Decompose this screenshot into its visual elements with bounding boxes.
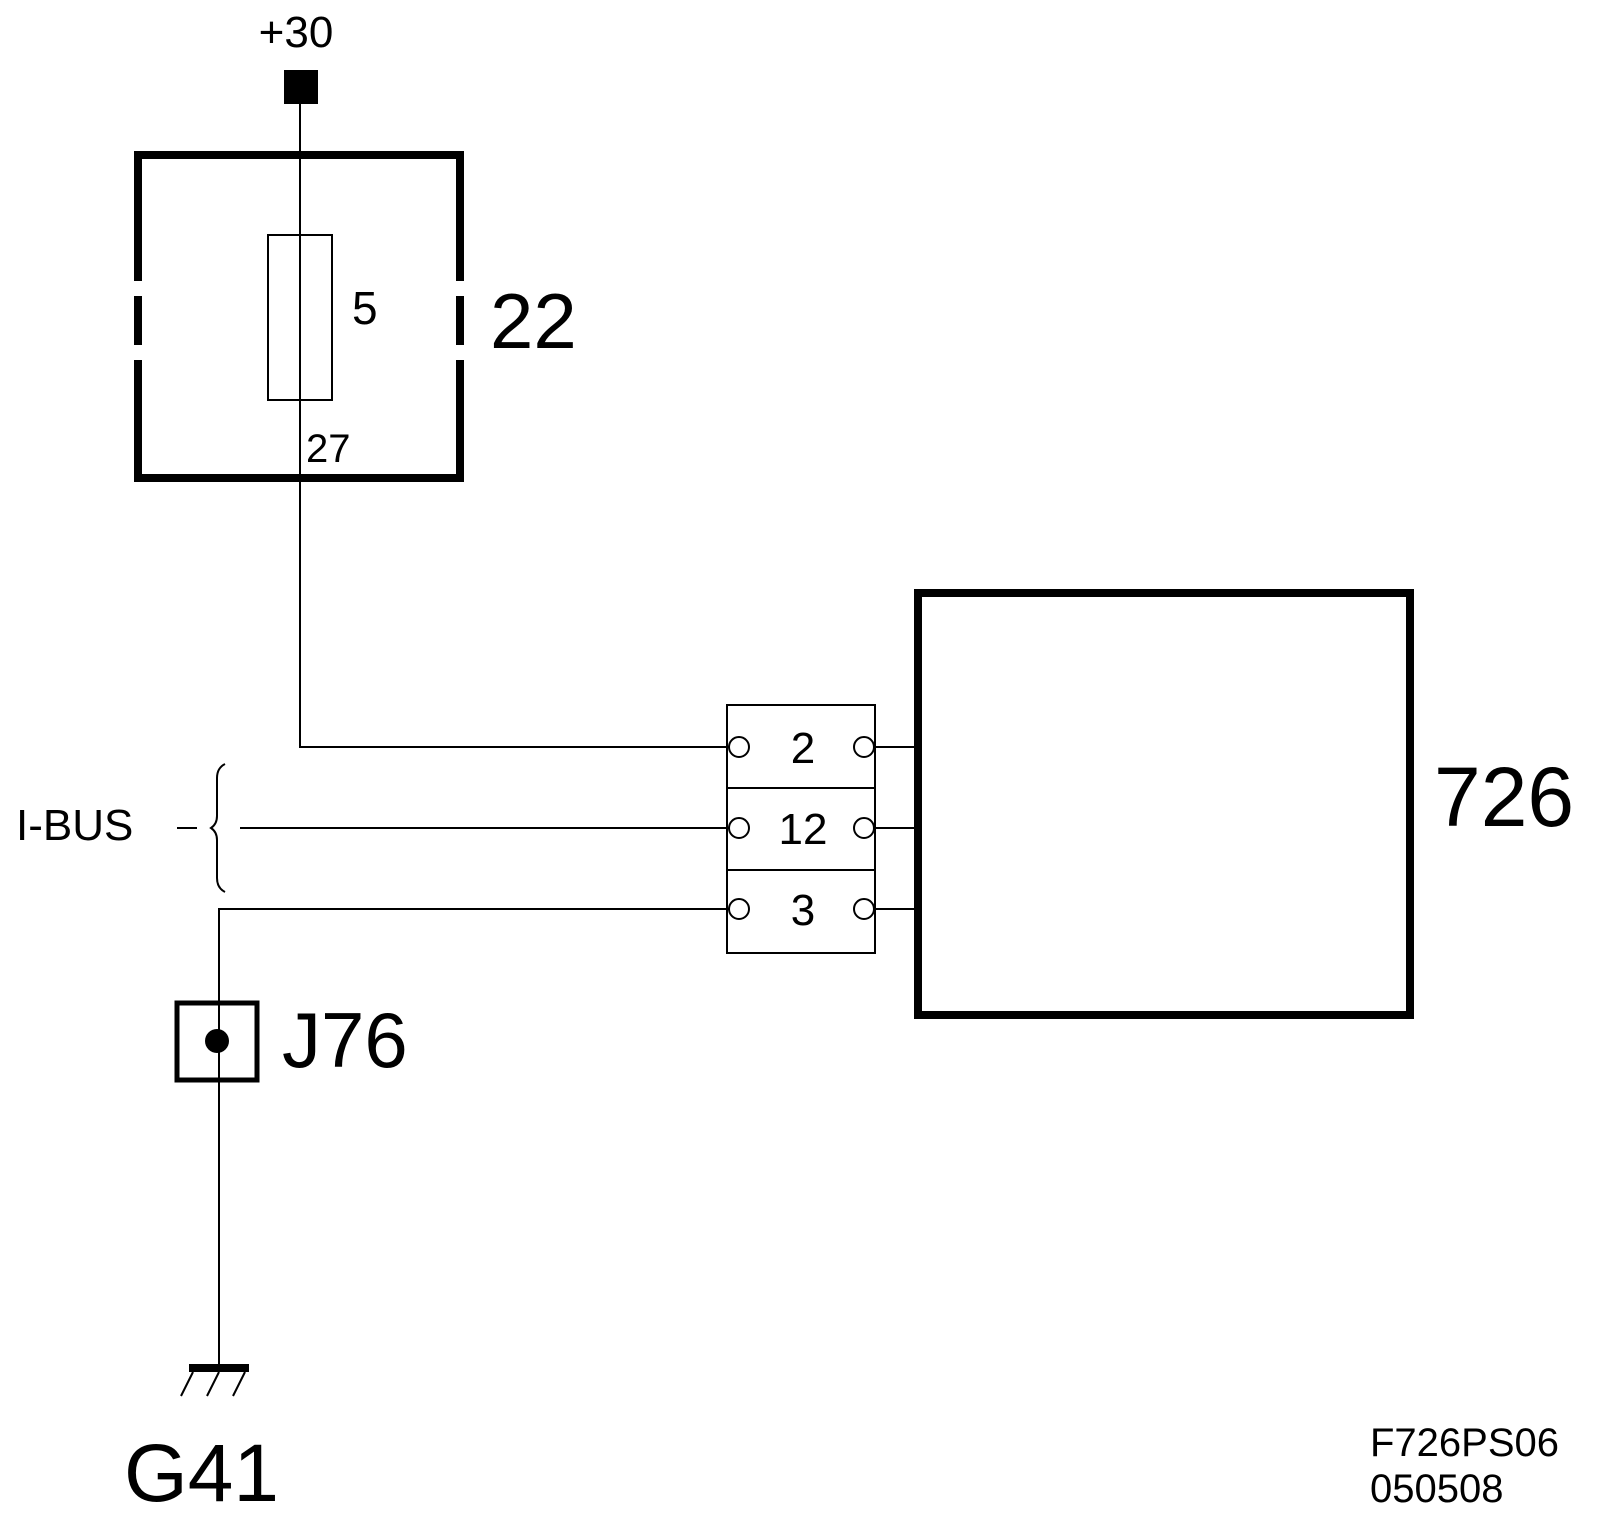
fuse-number: 5 — [352, 282, 378, 334]
power-wire — [299, 104, 729, 748]
drawing-code: F726PS06 — [1370, 1421, 1559, 1465]
pin-label-2: 2 — [791, 724, 815, 773]
pin-12-right-contact — [853, 817, 875, 839]
pin-3-left-contact — [728, 898, 750, 920]
ground-ref: G41 — [124, 1428, 279, 1514]
pin-2-right-contact — [853, 736, 875, 758]
ground-wire — [218, 908, 729, 1368]
i-bus-label: I-BUS — [16, 801, 133, 850]
pin-12-left-contact — [728, 817, 750, 839]
pin-2-left-contact — [728, 736, 750, 758]
supply-terminal — [284, 70, 318, 104]
fuse-box-ref: 22 — [490, 277, 577, 365]
ground-symbol — [180, 1364, 249, 1397]
i-bus-brace — [209, 763, 226, 893]
splice-j76 — [174, 1000, 260, 1083]
fuse-terminal-label: 27 — [306, 427, 351, 471]
splice-point — [205, 1029, 229, 1053]
ground-hatch — [206, 1371, 220, 1397]
pin-label-12: 12 — [779, 805, 828, 854]
control-unit-726 — [914, 589, 1414, 1019]
pin-3-right-contact — [853, 898, 875, 920]
pin-label-3: 3 — [791, 886, 815, 935]
ground-hatch — [232, 1371, 246, 1397]
drawing-date: 050508 — [1370, 1467, 1503, 1511]
splice-ref: J76 — [282, 996, 408, 1084]
connector-block: 2 12 3 — [726, 704, 876, 954]
ground-hatch — [180, 1371, 194, 1397]
supply-label: +30 — [259, 8, 334, 57]
control-unit-ref: 726 — [1434, 750, 1574, 844]
